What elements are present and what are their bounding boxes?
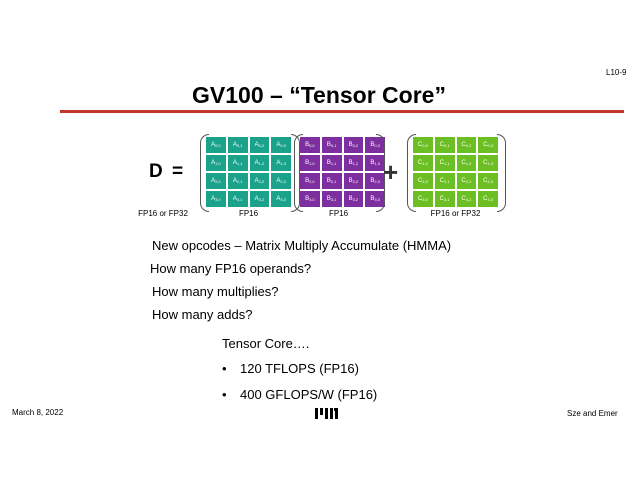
- plus-sign: +: [383, 157, 399, 187]
- equals-sign: =: [172, 161, 184, 182]
- bullet-gflops-per-watt: 400 GFLOPS/W (FP16): [240, 387, 378, 402]
- matrix-b-type-label: FP16: [328, 209, 349, 218]
- bullet-marker: •: [222, 361, 227, 376]
- footer-date: March 8, 2022: [12, 408, 64, 417]
- footer-authors: Sze and Emer: [567, 409, 618, 418]
- body-line-opcodes: New opcodes – Matrix Multiply Accumulate…: [152, 238, 452, 253]
- result-matrix-label: D: [149, 161, 163, 182]
- result-type-label: FP16 or FP32: [138, 209, 188, 218]
- body-line-multiplies: How many multiplies?: [152, 284, 279, 299]
- paren-right-c: [497, 134, 506, 212]
- matrix-a-type-label: FP16: [238, 209, 259, 218]
- body-line-operands: How many FP16 operands?: [150, 261, 312, 276]
- tensor-core-heading: Tensor Core….: [222, 336, 310, 351]
- slide-number: L10-9: [606, 68, 627, 77]
- title-underline: [60, 110, 624, 113]
- matrix-c-type-label: FP16 or FP32: [430, 209, 481, 218]
- bullet-tflops: 120 TFLOPS (FP16): [240, 361, 359, 376]
- body-line-adds: How many adds?: [152, 307, 253, 322]
- bullet-marker: •: [222, 387, 227, 402]
- mit-logo: [315, 408, 338, 419]
- slide-title: GV100 – “Tensor Core”: [192, 82, 446, 108]
